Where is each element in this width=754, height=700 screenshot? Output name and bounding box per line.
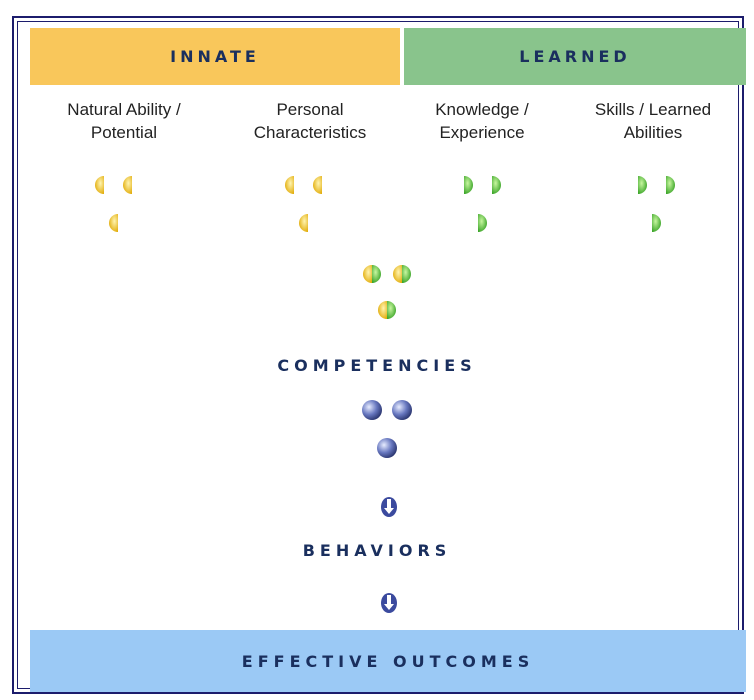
competencies-label: COMPETENCIES (277, 356, 477, 375)
learned-header-label: LEARNED (519, 47, 631, 66)
down-arrow-icon (381, 497, 397, 517)
column-label-line2: Potential (90, 123, 158, 142)
effective-outcomes-label: EFFECTIVE OUTCOMES (241, 651, 535, 671)
column-label-line2: Characteristics (253, 123, 367, 142)
yellow-half-circle-icon (285, 176, 322, 232)
column-label-line1: Natural Ability / (67, 100, 181, 119)
yellow-half-circle-icon (95, 176, 132, 232)
column-label-line1: Skills / Learned (594, 100, 712, 119)
learned-header: LEARNED (404, 28, 746, 85)
column-natural-ability: Natural Ability / Potential (44, 98, 204, 144)
column-label-line2: Abilities (623, 123, 683, 142)
column-knowledge-experience: Knowledge / Experience (402, 98, 562, 144)
column-label-line1: Personal (276, 100, 344, 119)
innate-header: INNATE (30, 28, 400, 85)
behaviors-label: BEHAVIORS (302, 541, 452, 560)
yellow-green-circle-icon (363, 265, 411, 319)
column-personal-characteristics: Personal Characteristics (230, 98, 390, 144)
blue-sphere-icon (362, 400, 412, 458)
green-half-circle-icon (638, 176, 675, 232)
effective-outcomes-banner: EFFECTIVE OUTCOMES (30, 630, 746, 692)
down-arrow-icon (381, 593, 397, 613)
green-half-circle-icon (464, 176, 501, 232)
innate-header-label: INNATE (170, 47, 260, 66)
column-label-line2: Experience (439, 123, 525, 142)
column-label-line1: Knowledge / (435, 100, 529, 119)
column-skills-abilities: Skills / Learned Abilities (573, 98, 733, 144)
